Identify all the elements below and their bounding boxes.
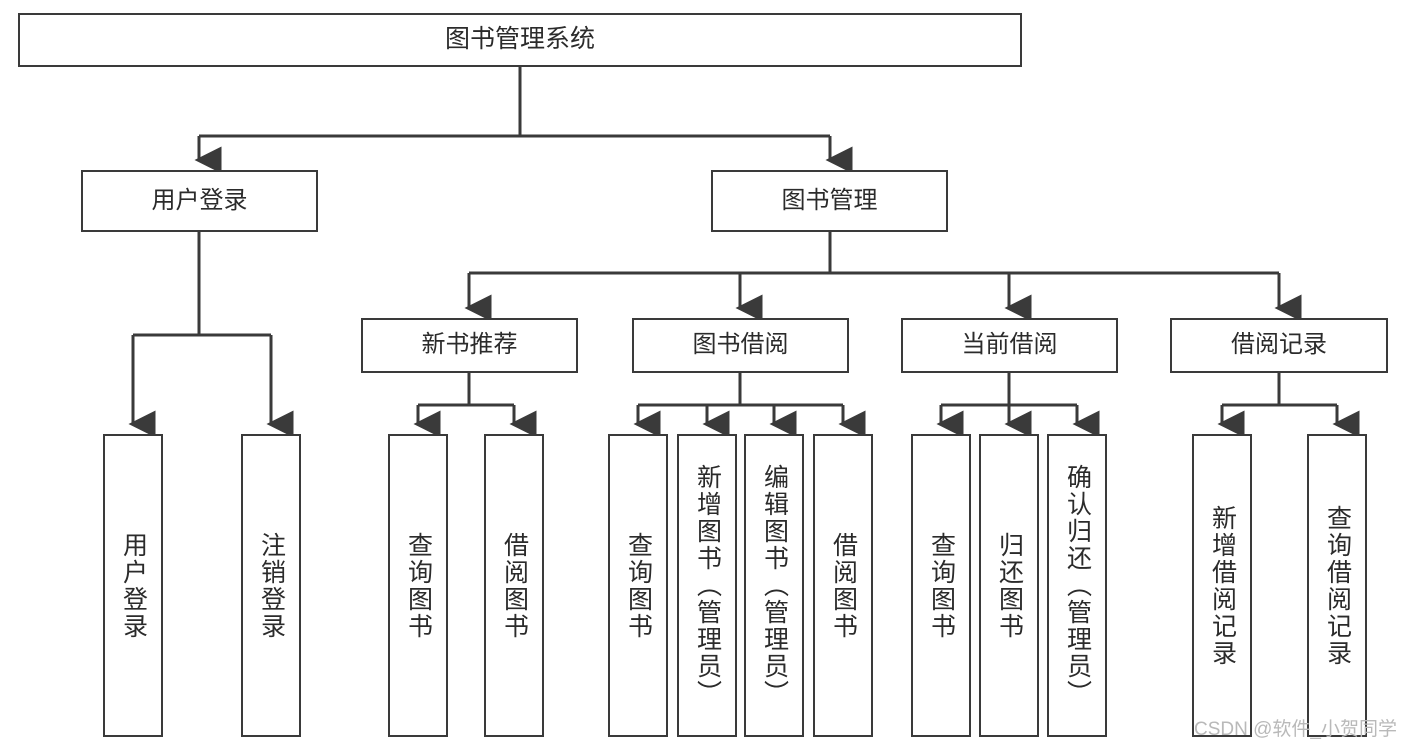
node-book-borrow-label: 图书借阅 xyxy=(692,331,789,359)
node-leaf-borrow-book-2-label: 借阅图书 xyxy=(829,531,858,640)
node-leaf-user-logout-label: 注销登录 xyxy=(257,531,286,640)
node-root-label: 图书管理系统 xyxy=(444,25,595,54)
node-leaf-add-book-label: 新增图书（管理员） xyxy=(693,464,722,707)
node-leaf-query-borrow-record-label: 查询借阅记录 xyxy=(1323,504,1352,667)
node-root[interactable]: 图书管理系统 xyxy=(18,13,1022,67)
node-leaf-borrow-book-1-label: 借阅图书 xyxy=(500,531,529,640)
node-leaf-return-book[interactable]: 归还图书 xyxy=(979,434,1039,737)
node-leaf-edit-book[interactable]: 编辑图书（管理员） xyxy=(744,434,804,737)
node-book-borrow[interactable]: 图书借阅 xyxy=(632,318,849,373)
node-leaf-add-borrow-record[interactable]: 新增借阅记录 xyxy=(1192,434,1252,737)
node-leaf-query-book-2-label: 查询图书 xyxy=(624,531,653,640)
node-current-borrow[interactable]: 当前借阅 xyxy=(901,318,1118,373)
node-new-book-recommend-label: 新书推荐 xyxy=(421,331,518,359)
node-user-login-label: 用户登录 xyxy=(151,186,248,214)
node-leaf-confirm-return-label: 确认归还（管理员） xyxy=(1063,464,1092,707)
node-leaf-user-logout[interactable]: 注销登录 xyxy=(241,434,301,737)
node-leaf-query-book-3[interactable]: 查询图书 xyxy=(911,434,971,737)
node-leaf-user-login[interactable]: 用户登录 xyxy=(103,434,163,737)
node-user-login[interactable]: 用户登录 xyxy=(81,170,318,232)
node-leaf-confirm-return[interactable]: 确认归还（管理员） xyxy=(1047,434,1107,737)
node-leaf-borrow-book-1[interactable]: 借阅图书 xyxy=(484,434,544,737)
node-leaf-return-book-label: 归还图书 xyxy=(995,531,1024,640)
node-leaf-borrow-book-2[interactable]: 借阅图书 xyxy=(813,434,873,737)
node-leaf-query-book-3-label: 查询图书 xyxy=(927,531,956,640)
node-leaf-add-book[interactable]: 新增图书（管理员） xyxy=(677,434,737,737)
node-leaf-query-borrow-record[interactable]: 查询借阅记录 xyxy=(1307,434,1367,737)
node-current-borrow-label: 当前借阅 xyxy=(961,331,1058,359)
csdn-watermark: CSDN @软件_小贺同学 xyxy=(1194,719,1397,740)
node-leaf-query-book-2[interactable]: 查询图书 xyxy=(608,434,668,737)
node-leaf-add-borrow-record-label: 新增借阅记录 xyxy=(1208,504,1237,667)
node-leaf-edit-book-label: 编辑图书（管理员） xyxy=(760,464,789,707)
node-leaf-query-book-1-label: 查询图书 xyxy=(404,531,433,640)
node-new-book-recommend[interactable]: 新书推荐 xyxy=(361,318,578,373)
node-leaf-user-login-label: 用户登录 xyxy=(119,531,148,640)
node-book-management-label: 图书管理 xyxy=(781,186,878,214)
node-book-management[interactable]: 图书管理 xyxy=(711,170,948,232)
node-leaf-query-book-1[interactable]: 查询图书 xyxy=(388,434,448,737)
node-borrow-record[interactable]: 借阅记录 xyxy=(1170,318,1388,373)
node-borrow-record-label: 借阅记录 xyxy=(1231,331,1327,359)
